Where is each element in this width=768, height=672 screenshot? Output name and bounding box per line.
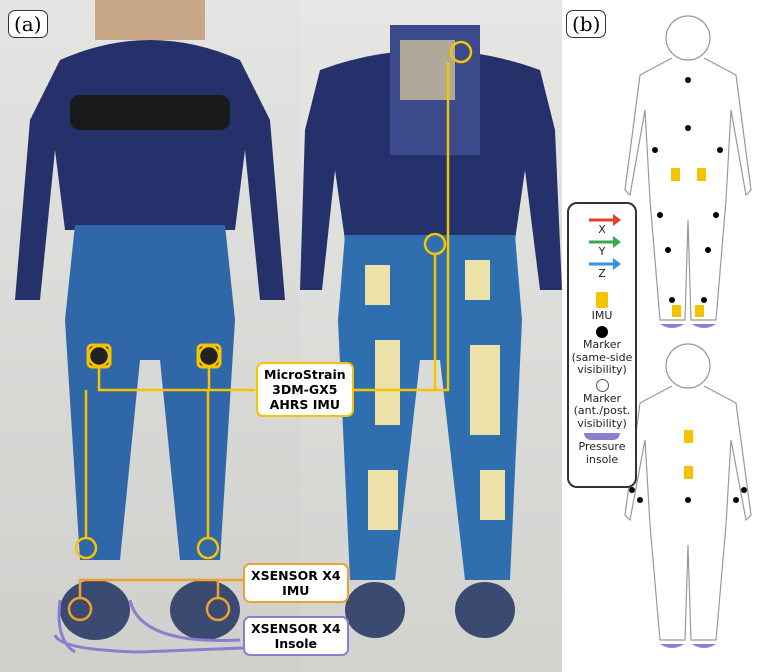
marker-dots (629, 77, 747, 503)
legend-z: Z (598, 267, 606, 280)
legend-marker-ant: (ant./post. (573, 404, 631, 417)
callout-line: 3DM-GX5 (272, 382, 338, 397)
panel-label-a: (a) (8, 10, 48, 38)
callout-line: XSENSOR X4 (251, 621, 341, 636)
legend-insole: insole (585, 452, 619, 466)
legend-marker-same: visibility) (577, 363, 627, 376)
legend-marker-ant: Marker (582, 391, 622, 405)
insole-swatch (584, 433, 620, 440)
legend-insole: Pressure (578, 440, 626, 453)
imu-marker (671, 168, 680, 181)
axis-arrows (589, 214, 621, 270)
xsensor-imu-callout: XSENSOR X4 IMU (243, 563, 349, 603)
legend-x: X (598, 223, 606, 236)
callout-line: Insole (274, 636, 317, 651)
legend-imu: IMU (591, 308, 613, 322)
callout-line: IMU (282, 583, 310, 598)
callout-line: AHRS IMU (269, 397, 340, 412)
front-figure (15, 0, 285, 640)
microstrain-imu-callout: MicroStrain 3DM-GX5 AHRS IMU (256, 362, 354, 417)
legend-marker-same: (same-side (571, 350, 633, 364)
panel-label-b: (b) (566, 10, 607, 38)
callout-line: MicroStrain (264, 367, 346, 382)
callout-line: XSENSOR X4 (251, 568, 341, 583)
imu-swatch (596, 291, 608, 308)
legend-y: Y (598, 245, 606, 258)
xsensor-insole-callout: XSENSOR X4 Insole (243, 616, 349, 656)
filled-marker-swatch (596, 326, 608, 338)
front-view-photo (0, 0, 300, 672)
back-figure (300, 25, 562, 638)
legend-marker-same: Marker (582, 338, 622, 351)
legend: X Y Z IMU Marker (same-side visibility) … (567, 202, 637, 488)
legend-marker-ant: visibility) (577, 416, 627, 430)
back-view-photo (300, 0, 562, 672)
hollow-marker-swatch (595, 378, 609, 392)
